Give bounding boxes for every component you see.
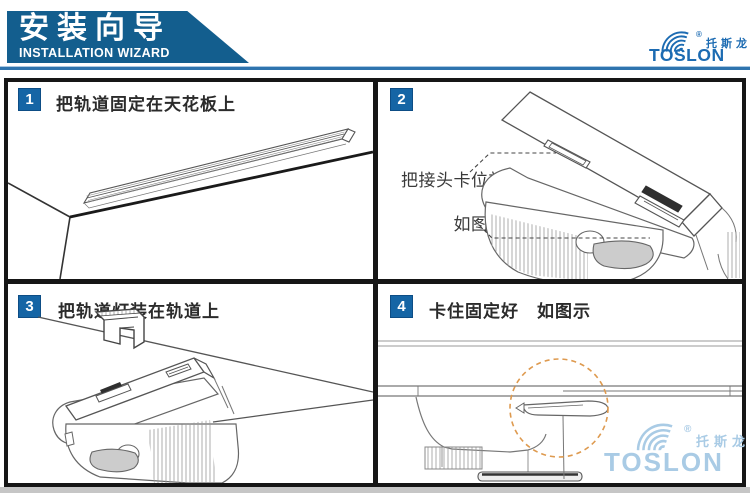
header-banner: 安装向导 INSTALLATION WIZARD [7, 11, 249, 63]
brand-name-cn: 托斯龙 [706, 38, 750, 50]
highlight-circle [509, 358, 609, 458]
step1-caption: 把轨道固定在天花板上 [56, 95, 236, 114]
step4-badge: 4 [390, 295, 413, 318]
step3-badge: 3 [18, 295, 41, 318]
step2-illustration [469, 91, 740, 279]
page-bottom-strip [0, 487, 750, 493]
step4-illustration [378, 340, 742, 482]
lock-lever [592, 240, 654, 270]
step3-illustration [37, 308, 373, 483]
ceiling-edge [69, 150, 373, 219]
step1-illustration [8, 128, 373, 279]
side-clip [64, 431, 75, 447]
lamp-body [415, 396, 583, 482]
grid-horizontal-divider [4, 279, 746, 284]
latch-lever [515, 400, 609, 480]
ceiling-corner [8, 182, 71, 279]
header-divider [0, 66, 750, 70]
logo-arcs-icon [636, 423, 673, 451]
lamp-body-hatch [148, 420, 216, 483]
brand-logo: ® 托斯龙 TOSLON [644, 30, 750, 65]
body-right-hatch [726, 232, 740, 278]
page-subtitle: INSTALLATION WIZARD [19, 46, 170, 60]
lock-lever [89, 448, 139, 473]
brand-name: TOSLON [604, 447, 724, 477]
brand-name-cn: 托斯龙 [696, 434, 750, 449]
logo-arcs-icon [661, 31, 689, 52]
page-title: 安装向导 [19, 12, 171, 45]
registered-mark: ® [696, 30, 702, 39]
track-section [94, 308, 145, 350]
body-right-fragments [213, 377, 235, 415]
track-side-view [378, 385, 742, 397]
brand-watermark-logo: ® 托斯龙 TOSLON [600, 423, 750, 481]
step2-badge: 2 [390, 88, 413, 111]
lamp-body-hatch [490, 214, 588, 279]
leader-lines [469, 152, 650, 239]
ceiling-lines [378, 340, 742, 347]
ceiling-lines [37, 316, 373, 423]
registered-mark: ® [684, 424, 692, 435]
adapter-box [500, 91, 723, 237]
adapter-box [64, 357, 216, 421]
step1-badge: 1 [18, 88, 41, 111]
step4-caption: 卡住固定好 如图示 [429, 302, 591, 321]
track-rail [82, 128, 356, 209]
brand-name: TOSLON [649, 45, 725, 65]
